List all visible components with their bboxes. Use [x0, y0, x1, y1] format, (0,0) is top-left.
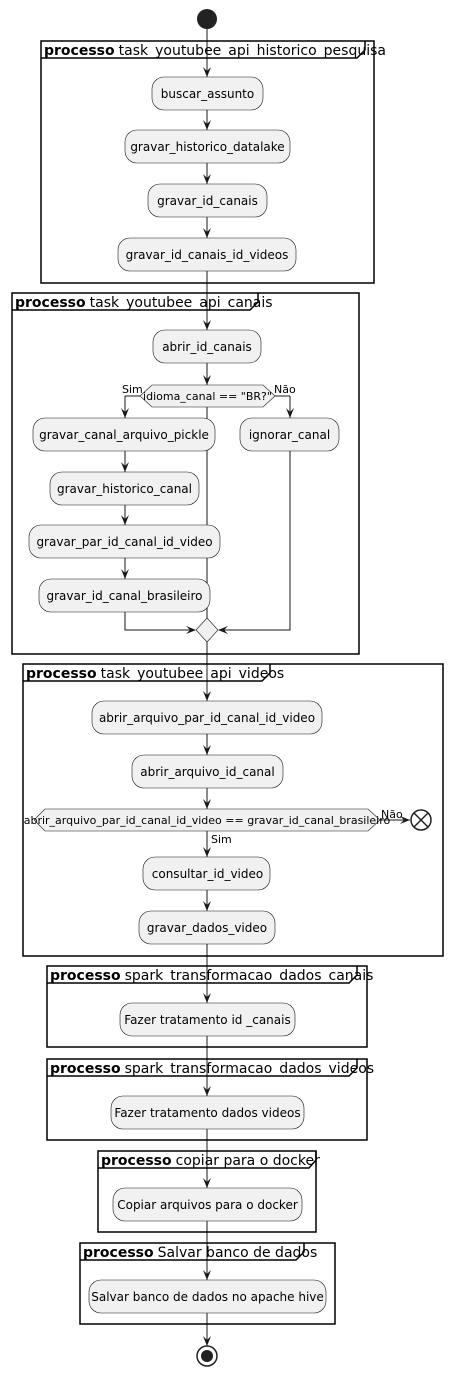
- frame-name: task_youtubee_api_historico_pesquisa: [119, 43, 386, 59]
- decision-merge: [195, 617, 219, 643]
- svg-text:Fazer tratamento id _canais: Fazer tratamento id _canais: [124, 1013, 290, 1027]
- svg-text:gravar_historico_canal: gravar_historico_canal: [57, 482, 192, 496]
- svg-text:Salvar banco de dados no apach: Salvar banco de dados no apache hive: [91, 1290, 324, 1304]
- activity-gravar-historico-datalake: gravar_historico_datalake: [124, 129, 291, 164]
- frame-keyword: processo: [15, 295, 86, 311]
- svg-text:gravar_id_canais: gravar_id_canais: [157, 194, 258, 208]
- flow-final-node: [410, 809, 432, 831]
- branch-yes-label: Sim: [211, 833, 232, 846]
- svg-text:gravar_id_canais_id_videos: gravar_id_canais_id_videos: [126, 248, 289, 262]
- svg-text:Copiar arquivos para o docker: Copiar arquivos para o docker: [117, 1198, 298, 1212]
- frame-name: copiar para o docker: [176, 1153, 320, 1169]
- activity-ignorar-canal: ignorar_canal: [239, 417, 340, 452]
- branch-no-label: Não: [381, 808, 403, 821]
- edge-right-merge: [220, 451, 291, 631]
- activity-copiar-arquivos: Copiar arquivos para o docker: [112, 1187, 303, 1222]
- frame-keyword: processo: [101, 1153, 172, 1169]
- branch-yes-label: Sim: [122, 383, 143, 396]
- activity-buscar-assunto: buscar_assunto: [151, 76, 264, 111]
- activity-gravar-dados-video: gravar_dados_video: [138, 910, 276, 945]
- svg-text:buscar_assunto: buscar_assunto: [161, 87, 254, 101]
- frame-name: spark_transformacao_dados_canais: [125, 968, 374, 984]
- frame-keyword: processo: [44, 43, 115, 59]
- edge-left-merge: [124, 612, 195, 631]
- svg-text:gravar_canal_arquivo_pickle: gravar_canal_arquivo_pickle: [39, 428, 209, 442]
- activity-abrir-arquivo-par: abrir_arquivo_par_id_canal_id_video: [91, 700, 323, 735]
- frame-keyword: processo: [26, 666, 97, 682]
- svg-text:gravar_par_id_canal_id_video: gravar_par_id_canal_id_video: [36, 535, 212, 549]
- activity-fazer-tratamento-videos: Fazer tratamento dados videos: [110, 1095, 305, 1130]
- activity-fazer-tratamento-canais: Fazer tratamento id _canais: [119, 1002, 296, 1037]
- svg-text:ignorar_canal: ignorar_canal: [249, 428, 330, 442]
- activity-gravar-id-canais: gravar_id_canais: [147, 183, 268, 218]
- activity-salvar-banco: Salvar banco de dados no apache hive: [88, 1279, 327, 1314]
- svg-text:idioma_canal == "BR?": idioma_canal == "BR?": [143, 390, 272, 403]
- activity-abrir-id-canais: abrir_id_canais: [152, 329, 262, 364]
- activity-abrir-arquivo-id-canal: abrir_arquivo_id_canal: [131, 754, 284, 789]
- frame-name: spark_transformacao_dados_videos: [125, 1061, 374, 1077]
- end-node: [196, 1345, 218, 1367]
- branch-no-label: Não: [274, 383, 296, 396]
- svg-text:abrir_id_canais: abrir_id_canais: [162, 340, 252, 354]
- activity-gravar-canal-arquivo-pickle: gravar_canal_arquivo_pickle: [32, 417, 216, 452]
- activity-gravar-historico-canal: gravar_historico_canal: [49, 471, 200, 506]
- activity-consultar-id-video: consultar_id_video: [142, 856, 271, 891]
- frame-keyword: processo: [50, 1061, 121, 1077]
- decision-idioma: idioma_canal == "BR?" Sim Não: [122, 383, 296, 408]
- frame-keyword: processo: [50, 968, 121, 984]
- svg-text:abrir_arquivo_par_id_canal_id_: abrir_arquivo_par_id_canal_id_video: [99, 711, 315, 725]
- activity-gravar-id-canais-id-videos: gravar_id_canais_id_videos: [117, 237, 297, 272]
- start-node: [197, 9, 217, 29]
- activity-gravar-id-canal-brasileiro: gravar_id_canal_brasileiro: [38, 578, 211, 613]
- activity-gravar-par-id-canal-id-video: gravar_par_id_canal_id_video: [28, 524, 221, 559]
- frame-name: Salvar banco de dados: [158, 1245, 318, 1261]
- frame-name: task_youtubee_api_videos: [101, 666, 285, 682]
- arrowheads: [121, 67, 410, 1346]
- svg-text:abrir_arquivo_id_canal: abrir_arquivo_id_canal: [140, 765, 274, 779]
- svg-text:consultar_id_video: consultar_id_video: [152, 867, 263, 881]
- svg-text:gravar_historico_datalake: gravar_historico_datalake: [130, 140, 284, 154]
- edges: [124, 29, 410, 1346]
- svg-text:gravar_id_canal_brasileiro: gravar_id_canal_brasileiro: [46, 589, 202, 603]
- decision-arquivo: abrir_arquivo_par_id_canal_id_video == g…: [24, 808, 403, 846]
- svg-text:abrir_arquivo_par_id_canal_id_: abrir_arquivo_par_id_canal_id_video == g…: [24, 814, 391, 827]
- svg-text:Fazer tratamento dados videos: Fazer tratamento dados videos: [114, 1106, 300, 1120]
- frame-name: task_youtubee_api_canais: [90, 295, 273, 311]
- svg-text:gravar_dados_video: gravar_dados_video: [147, 921, 267, 935]
- frame-keyword: processo: [83, 1245, 154, 1261]
